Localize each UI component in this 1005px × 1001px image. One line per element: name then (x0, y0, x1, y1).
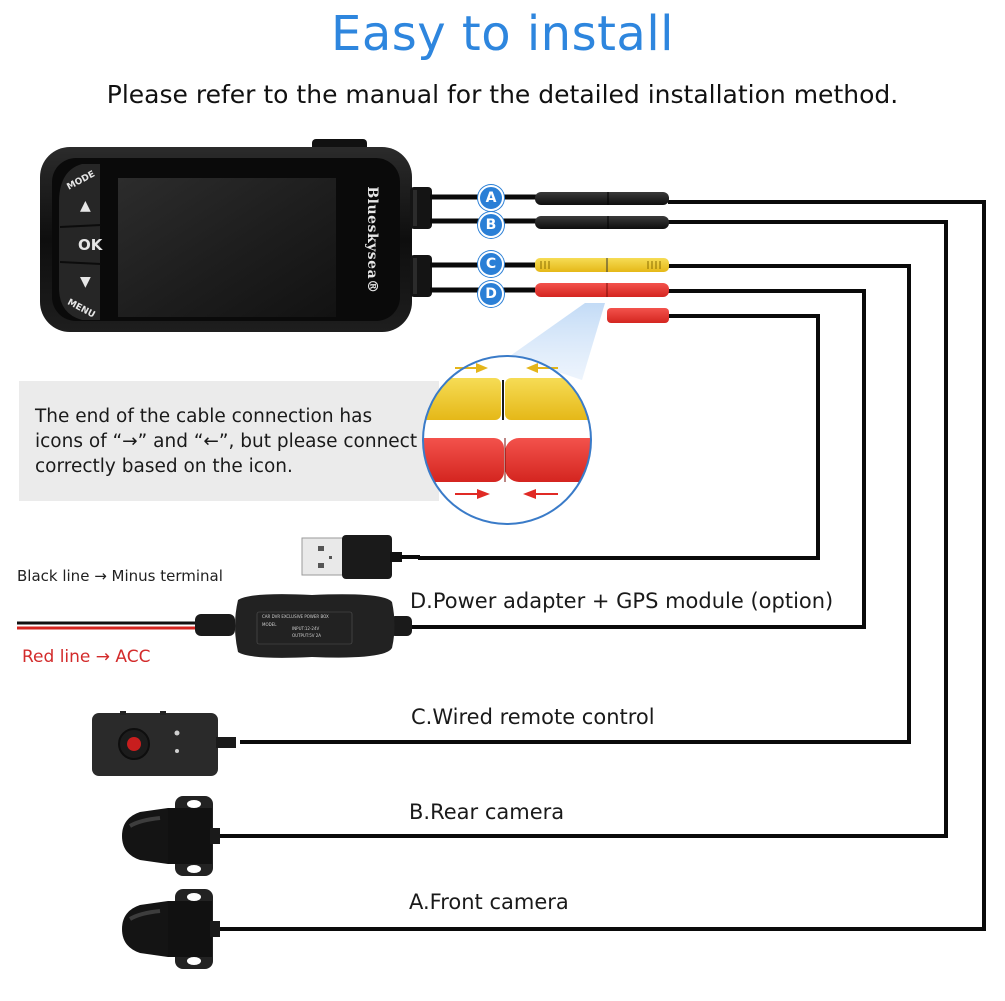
wire-routing (218, 200, 986, 931)
dashcam (40, 139, 432, 332)
power-input-wires (17, 621, 200, 630)
connector-zoom-circle (422, 355, 592, 525)
wire-gps-usb (418, 314, 820, 560)
connector-a (535, 192, 669, 205)
power-box-output: OUTPUT:5V 2A (292, 633, 322, 638)
note-text: The end of the cable connection has icon… (35, 406, 418, 477)
down-button[interactable]: ▼ (80, 274, 91, 290)
wire-d (400, 289, 866, 629)
rear-camera (122, 796, 220, 876)
page-subtitle: Please refer to the manual for the detai… (106, 80, 899, 109)
wire-c (240, 264, 911, 744)
wired-remote (92, 711, 236, 776)
arrow-out-icon (523, 363, 558, 499)
black-line-label: Black line → Minus terminal (17, 567, 223, 585)
connector-d (535, 283, 669, 297)
dashcam-screen (118, 178, 336, 317)
power-box-model: MODEL (262, 622, 277, 627)
wire-a (218, 200, 986, 931)
record-button-icon (127, 737, 141, 751)
up-button[interactable]: ▲ (80, 198, 91, 214)
port-badge-d: D (478, 281, 504, 307)
connector-gps (607, 308, 669, 323)
usb-plug (301, 535, 420, 579)
button-panel (59, 164, 100, 320)
ok-button[interactable]: OK (78, 236, 103, 254)
wire-b (218, 220, 948, 838)
port-badge-b: B (478, 212, 504, 238)
page-title: Easy to install (330, 6, 675, 62)
power-adapter-label: D.Power adapter + GPS module (option) (410, 589, 834, 613)
connector-c (535, 258, 669, 272)
power-box-title: CAR DVR EXCLUSIVE POWER BOX (262, 614, 329, 619)
connector-b (535, 216, 669, 229)
port-badge-c: C (478, 251, 504, 277)
red-line-label: Red line → ACC (22, 647, 151, 667)
arrow-in-icon (455, 363, 490, 499)
front-camera-label: A.Front camera (409, 890, 569, 914)
port-badge-a: A (478, 185, 504, 211)
note-box (19, 381, 439, 501)
power-box (195, 594, 412, 658)
brand-logo: Blueskysea® (364, 186, 380, 294)
front-camera (122, 889, 220, 969)
rear-camera-label: B.Rear camera (409, 800, 565, 824)
power-box-input: INPUT:12-24V (292, 626, 320, 631)
wired-remote-label: C.Wired remote control (411, 705, 655, 729)
